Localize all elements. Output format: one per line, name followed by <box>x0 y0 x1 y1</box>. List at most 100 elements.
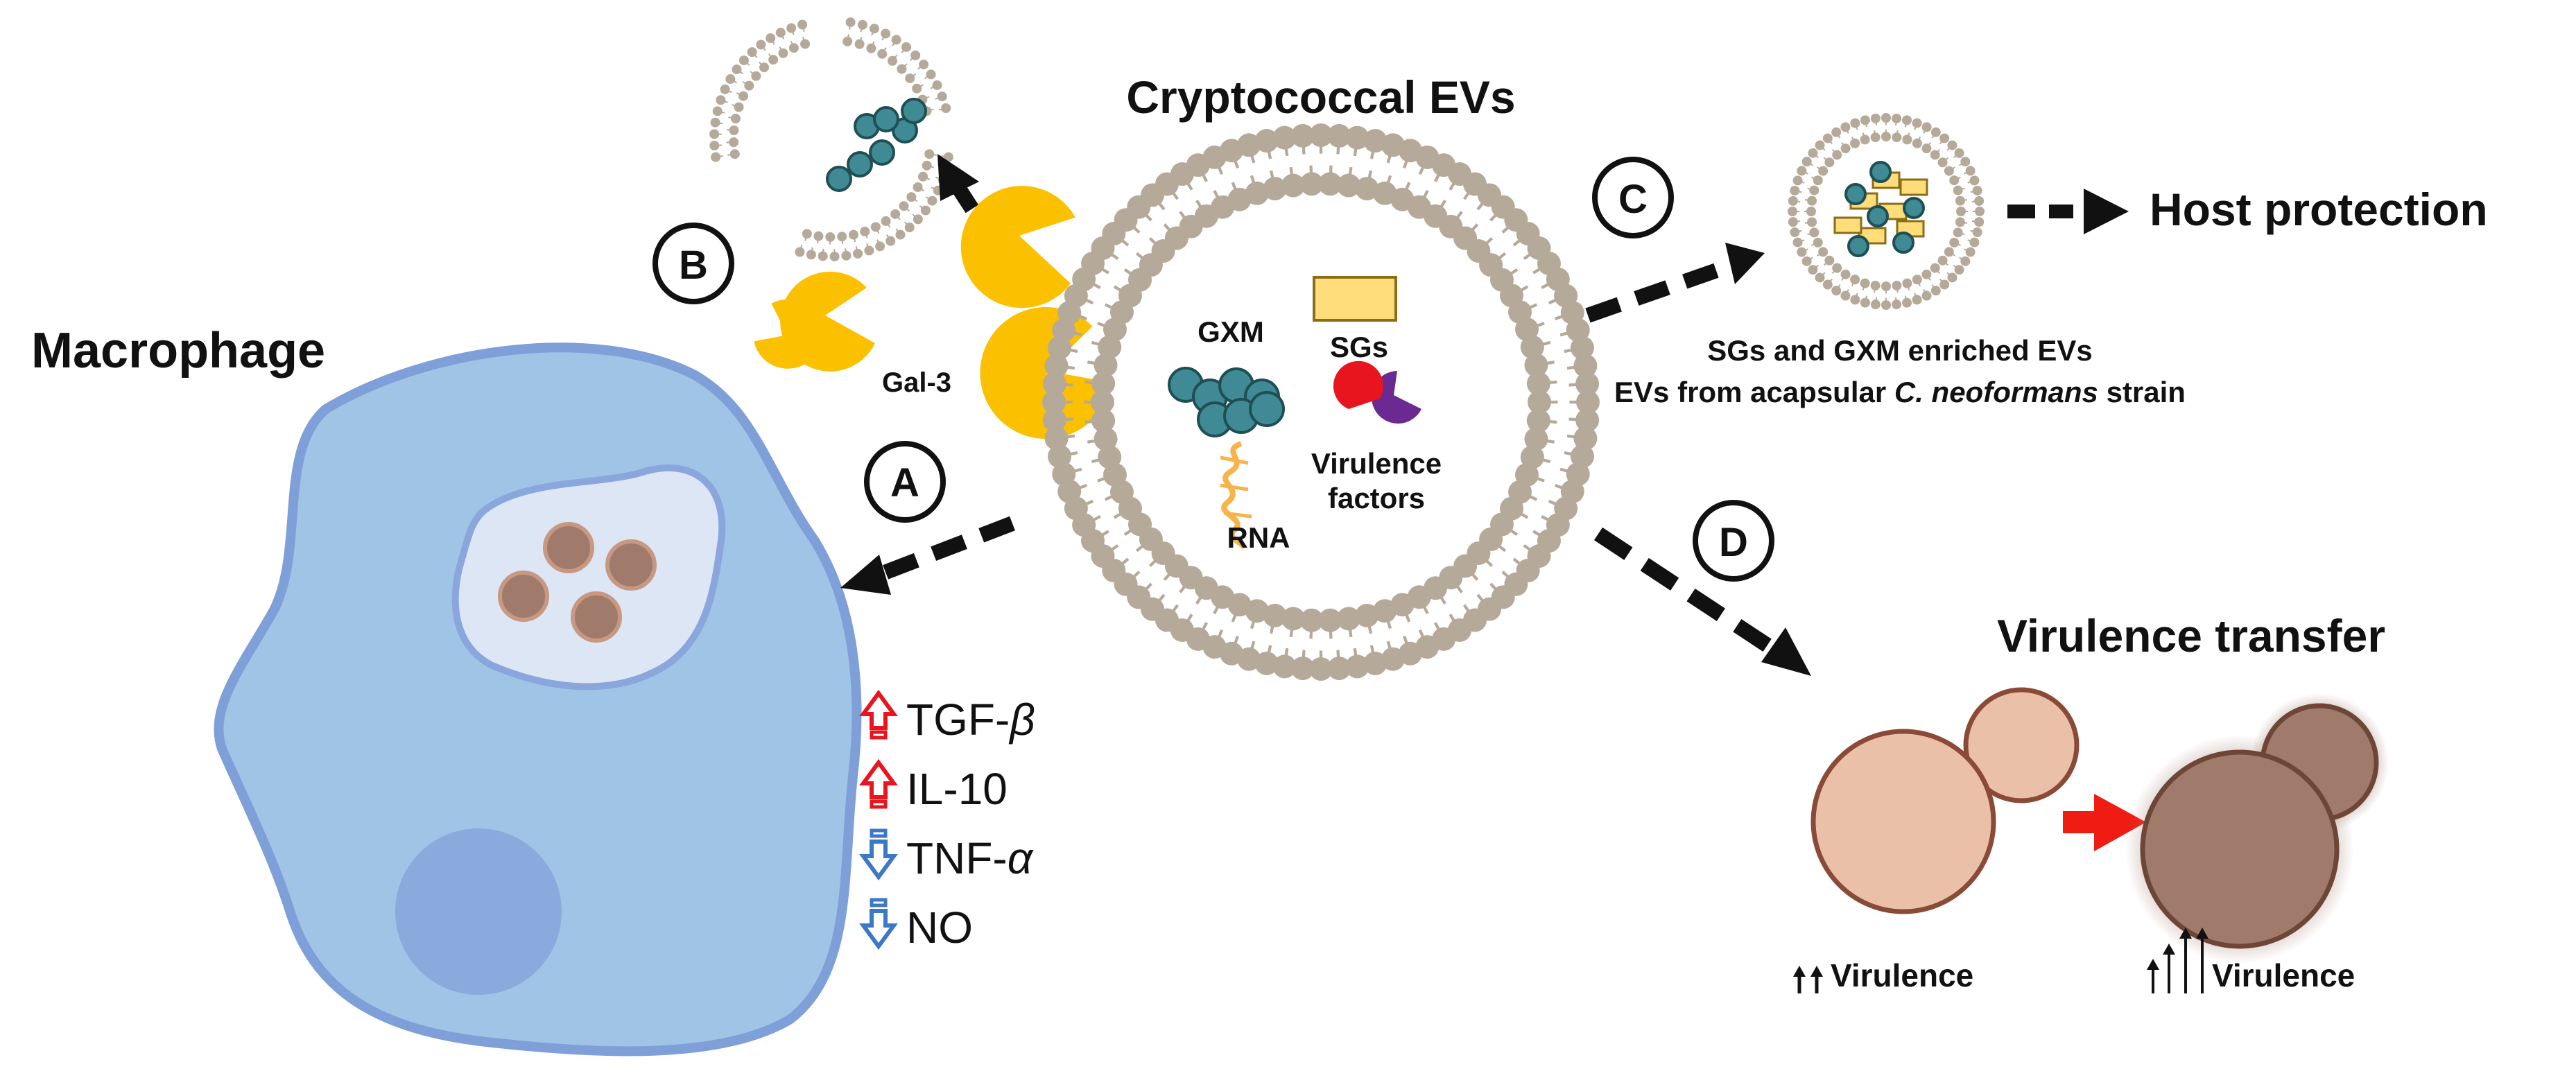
lipid-head <box>734 102 743 112</box>
lipid-head <box>759 62 769 72</box>
lipid-head <box>1892 132 1901 142</box>
enriched-ev-caption-2: EVs from acapsular C. neoformans strain <box>1614 376 2186 408</box>
lipid-head <box>1850 139 1860 148</box>
gxm-bead <box>848 153 872 176</box>
lipid-head <box>789 43 799 53</box>
lipid-head <box>1973 186 1982 195</box>
lipid-head <box>1871 299 1881 309</box>
lipid-head <box>1931 128 1941 137</box>
lysed-ev <box>709 17 953 261</box>
sg-icon <box>1835 218 1861 233</box>
lipid-head <box>1949 238 1959 247</box>
lipid-head <box>1840 291 1850 301</box>
lipid-head <box>1947 272 1957 282</box>
lipid-head <box>881 29 890 39</box>
lipid-head <box>906 192 916 202</box>
lipid-head <box>1840 122 1850 132</box>
lipid-head <box>747 47 757 57</box>
macrophage-label: Macrophage <box>31 323 325 379</box>
lipid-head <box>1955 196 1965 206</box>
lipid-head <box>739 55 749 65</box>
gxm-bead <box>902 99 926 123</box>
lipid-head <box>709 129 719 139</box>
lipid-head <box>1823 133 1833 143</box>
lipid-head <box>855 40 865 49</box>
lipid-head <box>1788 196 1798 206</box>
gxm-bead <box>827 167 851 191</box>
host-protection-label: Host protection <box>2150 184 2488 235</box>
lipid-head <box>841 251 851 261</box>
lipid-head <box>1871 114 1881 123</box>
lipid-head <box>1938 256 1948 266</box>
up-arrow-head <box>1810 966 1823 977</box>
low-virulence-arrows <box>1793 966 1823 993</box>
lipid-head <box>1902 298 1912 308</box>
lipid-head <box>1930 150 1940 159</box>
sg-icon <box>1314 277 1396 320</box>
lipid-head <box>1881 113 1891 123</box>
lipid-head <box>1938 157 1948 167</box>
lipid-head <box>1960 157 1970 166</box>
lipid-head <box>1824 157 1834 167</box>
up-arrow-head <box>2147 959 2159 970</box>
lipid-head <box>905 223 915 232</box>
lipid-head <box>786 24 796 33</box>
lipid-head <box>1797 166 1806 175</box>
lipid-head <box>729 125 739 135</box>
lipid-head <box>1871 132 1881 142</box>
lipid-head <box>1966 166 1976 175</box>
lipid-head <box>711 153 720 162</box>
phagocytosed-yeast <box>545 524 592 571</box>
lipid-head <box>1823 280 1833 290</box>
down-arrow-icon <box>863 900 894 946</box>
phagocytosed-yeast <box>573 593 620 641</box>
gxm-label: GXM <box>1198 315 1264 348</box>
cytokine-label: IL-10 <box>906 764 1008 814</box>
panel-d-letter: D <box>1719 520 1748 565</box>
lipid-head <box>1902 115 1912 125</box>
panel-c-letter: C <box>1618 177 1648 222</box>
gxm-bead <box>1894 233 1913 252</box>
lipid-head <box>1892 299 1901 309</box>
lipid-head <box>853 249 863 259</box>
cytokine-label: NO <box>906 903 973 953</box>
lipid-head <box>1973 227 1982 237</box>
lipid-head <box>922 161 932 171</box>
gxm-bead <box>1871 162 1890 182</box>
lipid-head <box>1953 227 1963 237</box>
lipid-head <box>849 230 858 240</box>
lipid-head <box>1912 139 1922 148</box>
phagocytosed-yeast <box>607 541 655 589</box>
lipid-head <box>1813 238 1823 247</box>
lipid-head <box>913 214 923 224</box>
gal3-label: Gal-3 <box>882 367 951 398</box>
lipid-head <box>1947 141 1957 150</box>
panel-a-marker: A <box>867 444 943 520</box>
lipid-head <box>1939 133 1949 143</box>
lipid-head <box>1793 238 1803 247</box>
lipid-head <box>795 247 804 257</box>
virulence-factors-icon <box>1333 361 1421 424</box>
lipid-head <box>1841 270 1851 279</box>
lipid-head <box>1575 372 1599 396</box>
phagosome <box>456 468 723 687</box>
lipid-head <box>877 49 887 59</box>
lipid-head <box>901 42 911 52</box>
cytokine-label: TNF-α <box>906 833 1034 883</box>
lipid-head <box>802 229 812 238</box>
lipid-head <box>1793 175 1803 185</box>
lipid-head <box>1806 207 1816 216</box>
lipid-head <box>731 114 741 123</box>
lipid-head <box>888 56 897 66</box>
gxm-bead <box>1846 184 1865 204</box>
lipid-head <box>1944 166 1954 176</box>
lipid-head <box>1949 175 1959 185</box>
panel-a-letter: A <box>890 460 919 505</box>
lipid-head <box>921 205 931 215</box>
lipid-head <box>1881 132 1891 141</box>
up-arrow-icon <box>863 763 894 807</box>
lipid-head <box>732 64 741 74</box>
high-virulence-label: Virulence <box>2212 957 2355 993</box>
